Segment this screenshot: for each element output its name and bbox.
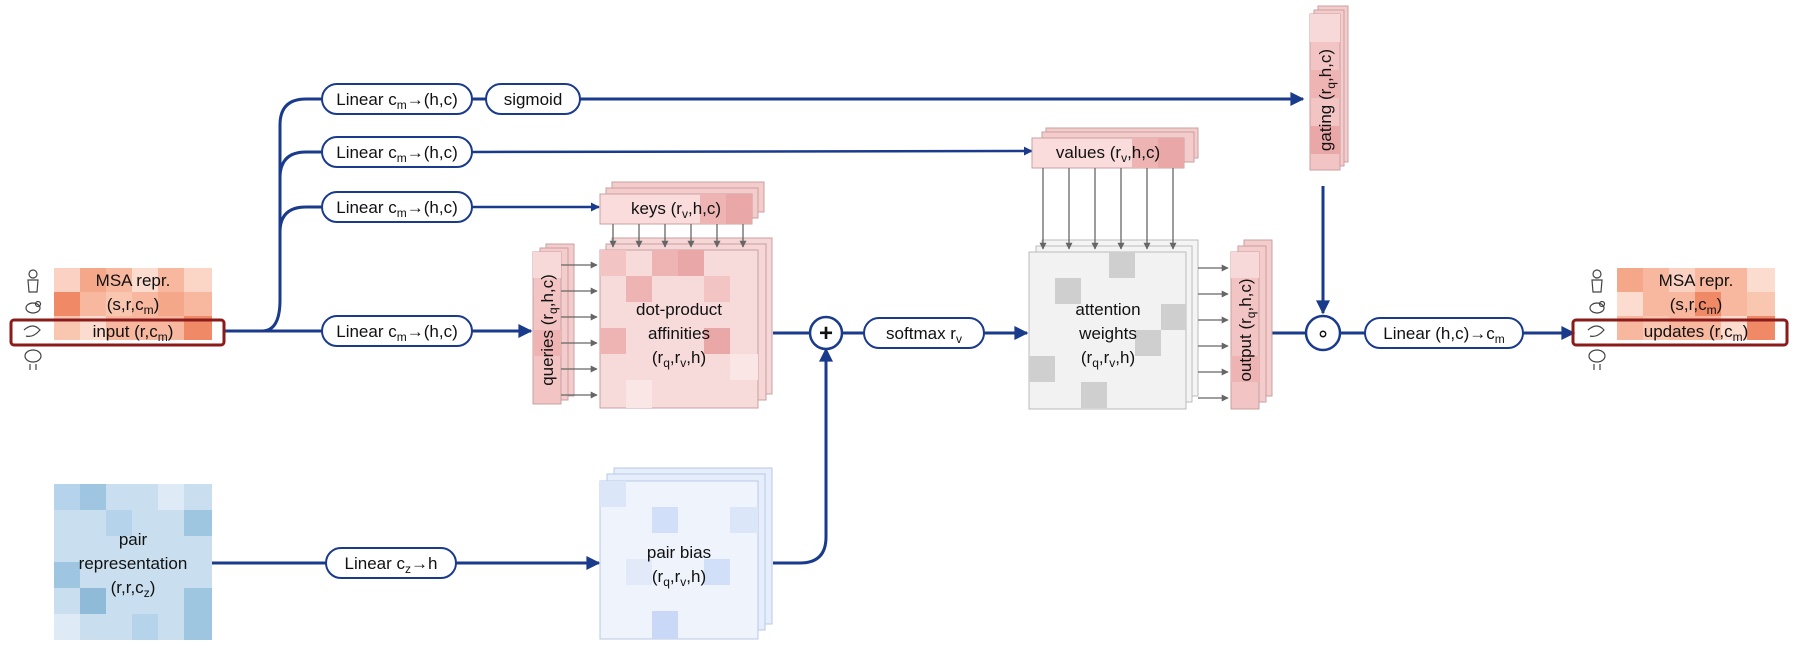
gating-label: gating (rq,h,c) (1316, 49, 1338, 151)
msa-input-shape: (s,r,cm) (107, 295, 160, 317)
svg-text:Linear cm→(h,c): Linear cm→(h,c) (336, 322, 457, 344)
svg-text:Linear cm→(h,c): Linear cm→(h,c) (336, 198, 457, 220)
msa-input-row-label: input (r,cm) (93, 322, 174, 344)
pair-line2: representation (79, 554, 188, 573)
queries-label: queries (rq,h,c) (538, 274, 560, 386)
affinities-stack: dot-product affinities (rq,rv,h) (599, 237, 773, 409)
svg-text:Linear cz→h: Linear cz→h (345, 554, 438, 576)
keys-label: keys (rv,h,c) (631, 199, 721, 221)
species-icons-right (1587, 269, 1606, 370)
values-label: values (rv,h,c) (1056, 143, 1160, 165)
svg-text:Linear cm→(h,c): Linear cm→(h,c) (336, 143, 457, 165)
values-stack: values (rv,h,c) (1031, 127, 1199, 169)
affinities-line2: affinities (648, 324, 710, 343)
linear-keys-pill: Linear cm→(h,c) (321, 191, 473, 223)
pair-representation-block: pair representation (r,r,cz) (54, 484, 212, 640)
linear-out-pill: Linear (h,c)→cm (1364, 317, 1524, 349)
attention-line2: weights (1078, 324, 1137, 343)
edge-bias-to-plus (773, 347, 833, 565)
linear-gate-pill: Linear cm→(h,c) (321, 83, 473, 115)
edges (212, 92, 1576, 570)
linear-queries-pill: Linear cm→(h,c) (321, 315, 473, 347)
gate-op-label: ∘ (1316, 321, 1330, 346)
attention-to-output-arrows (1198, 264, 1229, 402)
keys-stack: keys (rv,h,c) (599, 181, 765, 225)
affinities-line3: (rq,rv,h) (652, 348, 706, 370)
msa-output-title: MSA repr. (1659, 271, 1734, 290)
human-icon (27, 269, 39, 293)
lizard-icon (1587, 325, 1605, 337)
queries-stack: queries (rq,h,c) (532, 243, 575, 405)
affinities-cells (600, 250, 758, 408)
svg-text:sigmoid: sigmoid (504, 90, 563, 109)
linear-values-pill: Linear cm→(h,c) (321, 136, 473, 168)
chicken-icon (1588, 349, 1606, 370)
linear-pair-pill: Linear cz→h (325, 547, 457, 579)
edge-linear-to-values (471, 146, 1033, 156)
plus-label: + (819, 320, 833, 347)
edge-branch-keys (278, 205, 322, 250)
msa-input-title: MSA repr. (96, 271, 171, 290)
edge-branch-gate (261, 97, 322, 333)
msa-output-row-highlight (1571, 318, 1789, 347)
queries-to-affinities-arrows (561, 261, 598, 399)
human-icon (1591, 269, 1603, 293)
msa-output-grid (1617, 268, 1775, 340)
msa-input-row-highlight (9, 318, 226, 347)
svg-text:Linear (h,c)→cm: Linear (h,c)→cm (1383, 324, 1504, 346)
gate-multiply-node: ∘ (1304, 314, 1342, 352)
msa-input-grid (54, 268, 212, 340)
attention-cells (1029, 252, 1186, 408)
msa-input-block: MSA repr. (s,r,cm) input (r,cm) (9, 268, 226, 370)
keys-to-affinities-arrows (609, 224, 747, 248)
output-stack: output (rq,h,c) (1230, 239, 1273, 410)
pair-line3: (r,r,cz) (111, 578, 156, 600)
lizard-icon (23, 325, 41, 337)
pair-bias-line2: (rq,rv,h) (652, 567, 706, 589)
svg-text:softmax rv: softmax rv (886, 324, 962, 346)
affinities-line1: dot-product (636, 300, 722, 319)
msa-output-block: MSA repr. (s,r,cm) updates (r,cm) (1571, 268, 1789, 370)
attention-stack: attention weights (rq,rv,h) (1028, 239, 1199, 410)
attention-line1: attention (1075, 300, 1140, 319)
add-node: + (808, 315, 844, 351)
attention-line3: (rq,rv,h) (1081, 348, 1135, 370)
bird-icon (1589, 300, 1606, 314)
values-to-attention-arrows (1039, 168, 1177, 250)
gating-stack: gating (rq,h,c) (1309, 5, 1349, 171)
msa-output-row-label: updates (r,cm) (1644, 322, 1749, 344)
output-label: output (rq,h,c) (1236, 278, 1258, 381)
pair-bias-line1: pair bias (647, 543, 711, 562)
svg-text:Linear cm→(h,c): Linear cm→(h,c) (336, 90, 457, 112)
species-icons-left (23, 269, 42, 370)
edge-branch-values (278, 150, 322, 200)
bird-icon (25, 300, 42, 314)
chicken-icon (24, 349, 42, 370)
pair-bias-stack: pair bias (rq,rv,h) (599, 467, 773, 640)
sigmoid-pill: sigmoid (485, 83, 581, 115)
softmax-pill: softmax rv (863, 317, 985, 349)
msa-output-shape: (s,r,cm) (1670, 295, 1723, 317)
pair-line1: pair (119, 530, 148, 549)
